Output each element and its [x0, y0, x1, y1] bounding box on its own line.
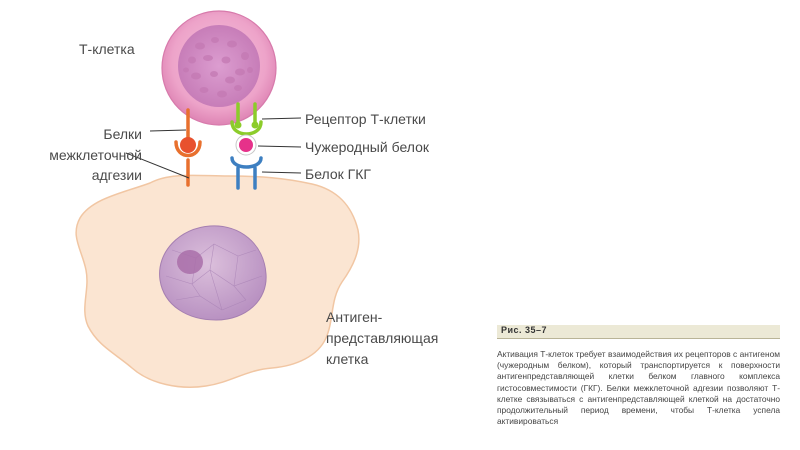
t-cell-receptor	[230, 102, 263, 136]
nucleolus	[177, 250, 203, 274]
figure-caption: Активация Т-клеток требует взаимодействи…	[497, 349, 780, 427]
apc-nucleus	[159, 225, 267, 321]
label-adhesion-line1: Белки	[103, 126, 142, 142]
label-adhesion-line2: межклеточной	[49, 147, 142, 163]
t-cell	[161, 10, 277, 126]
mhc-protein	[230, 156, 263, 190]
leader-adhesion-upper	[149, 129, 187, 132]
leader-t-receptor	[261, 117, 302, 120]
figure-tag: Рис. 35–7	[497, 325, 780, 339]
figure-number: Рис. 35–7	[501, 325, 548, 335]
label-t-cell-receptor: Рецептор Т-клетки	[305, 111, 426, 127]
label-foreign-protein: Чужеродный белок	[305, 139, 430, 155]
leader-foreign-protein	[257, 145, 302, 148]
foreign-protein	[235, 134, 257, 156]
label-apc-line3: клетка	[326, 351, 369, 367]
label-t-cell: Т-клетка	[79, 41, 135, 57]
leader-mhc	[261, 171, 302, 174]
label-mhc-protein: Белок ГКГ	[305, 166, 371, 182]
label-adhesion-line3: адгезии	[92, 167, 142, 183]
label-apc-line2: представляющая	[326, 330, 438, 346]
adhesion-protein	[174, 108, 202, 187]
label-apc-line1: Антиген-	[326, 309, 383, 325]
leader-adhesion-lower	[125, 152, 190, 179]
